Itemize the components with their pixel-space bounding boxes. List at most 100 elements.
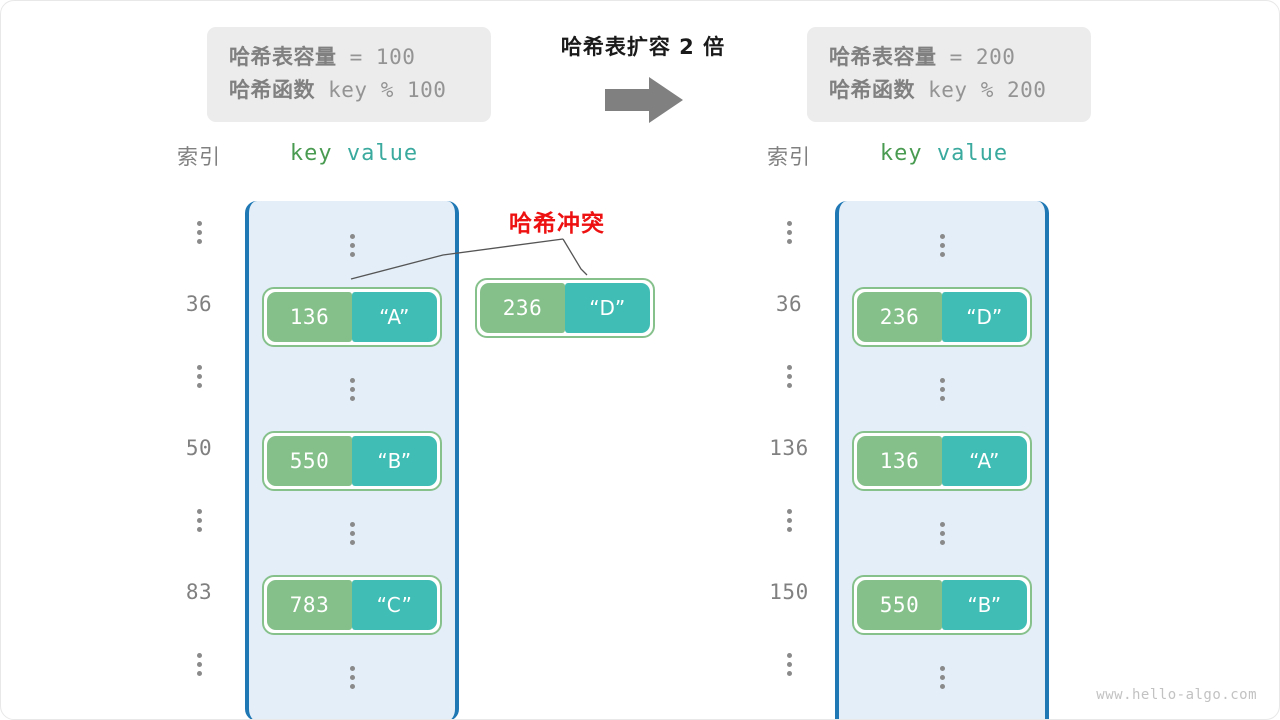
dot [349, 665, 355, 671]
bucket-ellipsis [249, 209, 455, 281]
dot [786, 661, 792, 667]
capacity-line-before: 哈希表容量 = 100 [229, 41, 469, 74]
bucket-column-after: 236“D” 136“A” 550“B” 783“C” [835, 201, 1049, 719]
bucket-entry: 783“C” [839, 713, 1045, 719]
hash-label-after: 哈希函数 [829, 77, 915, 102]
bucket-ellipsis-dots [349, 665, 355, 689]
index-ellipsis-dots [786, 364, 792, 388]
dot [786, 229, 792, 235]
dot [196, 526, 202, 532]
index-ellipsis [741, 628, 837, 700]
dot [196, 364, 202, 370]
capacity-label-after: 哈希表容量 [829, 45, 937, 69]
kv-pair: 783“C” [262, 575, 442, 635]
kv-pair: 550“B” [262, 431, 442, 491]
index-ellipsis-dots [786, 652, 792, 676]
kv-pair: 136“A” [852, 431, 1032, 491]
header-value-before: value [332, 141, 419, 166]
header-keyvalue-after: key value [837, 141, 1051, 166]
dot [349, 683, 355, 689]
dot [349, 530, 355, 536]
hash-line-before: 哈希函数 key % 100 [229, 74, 469, 107]
dot [196, 382, 202, 388]
dot [786, 517, 792, 523]
index-label: 36 [775, 292, 803, 316]
header-index-after: 索引 [767, 145, 811, 169]
index-label: 150 [769, 580, 809, 604]
dot [786, 238, 792, 244]
kv-key: 550 [857, 580, 942, 630]
dot [196, 670, 202, 676]
dot [939, 683, 945, 689]
index-ellipsis-dots [786, 508, 792, 532]
dot [786, 364, 792, 370]
dot [349, 521, 355, 527]
dot [349, 674, 355, 680]
kv-value: “D” [565, 283, 650, 333]
bucket-ellipsis [839, 353, 1045, 425]
dot [196, 220, 202, 226]
dot [939, 530, 945, 536]
bucket-ellipsis [839, 209, 1045, 281]
dot [786, 652, 792, 658]
index-column-before: 36 50 83 [151, 196, 247, 700]
header-keyvalue-before: key value [247, 141, 461, 166]
kv-value: “D” [942, 292, 1027, 342]
expand-title: 哈希表扩容 2 倍 [560, 35, 726, 59]
index-label: 50 [185, 436, 213, 460]
capacity-line-after: 哈希表容量 = 200 [829, 41, 1069, 74]
collision-label: 哈希冲突 [509, 211, 605, 237]
dot [939, 665, 945, 671]
bucket-ellipsis-dots [939, 521, 945, 545]
dot [786, 670, 792, 676]
bucket-column-before: 136“A” 550“B” 783“C” [245, 201, 459, 719]
dot [939, 674, 945, 680]
index-ellipsis-dots [196, 220, 202, 244]
index-ellipsis [151, 628, 247, 700]
hash-label-before: 哈希函数 [229, 77, 315, 102]
bucket-ellipsis-dots [939, 233, 945, 257]
dot [349, 386, 355, 392]
kv-key: 783 [267, 580, 352, 630]
info-box-after: 哈希表容量 = 200 哈希函数 key % 200 [807, 27, 1091, 123]
dot [349, 233, 355, 239]
dot [349, 251, 355, 257]
index-ellipsis [741, 484, 837, 556]
dot [939, 251, 945, 257]
bucket-ellipsis-dots [349, 377, 355, 401]
index-label: 136 [769, 436, 809, 460]
capacity-value-before: = 100 [336, 45, 416, 69]
index-label: 83 [185, 580, 213, 604]
hash-line-after: 哈希函数 key % 200 [829, 74, 1069, 107]
dot [196, 508, 202, 514]
bucket-ellipsis-dots [349, 521, 355, 545]
index-column-after: 36 136 150 183 [741, 196, 837, 719]
bucket-ellipsis-dots [349, 233, 355, 257]
dot [196, 517, 202, 523]
header-index-before: 索引 [177, 145, 221, 169]
bucket-ellipsis [839, 497, 1045, 569]
kv-value: “A” [942, 436, 1027, 486]
kv-key: 236 [480, 283, 565, 333]
kv-pair: 550“B” [852, 575, 1032, 635]
dot [939, 242, 945, 248]
bucket-entry: 136“A” [249, 281, 455, 353]
kv-value: “C” [352, 580, 437, 630]
capacity-value-after: = 200 [936, 45, 1016, 69]
bucket-entry: 550“B” [839, 569, 1045, 641]
index-label: 183 [741, 700, 837, 719]
bucket-ellipsis [249, 353, 455, 425]
right-arrow-icon [605, 77, 683, 123]
dot [196, 229, 202, 235]
dot [939, 395, 945, 401]
watermark: www.hello-algo.com [1096, 687, 1257, 703]
dot [349, 377, 355, 383]
dot [939, 521, 945, 527]
index-ellipsis [151, 340, 247, 412]
index-label: 36 [185, 292, 213, 316]
index-ellipsis [151, 196, 247, 268]
hash-value-after: key % 200 [915, 77, 1047, 102]
kv-key: 236 [857, 292, 942, 342]
bucket-ellipsis [839, 641, 1045, 713]
index-ellipsis-dots [196, 508, 202, 532]
